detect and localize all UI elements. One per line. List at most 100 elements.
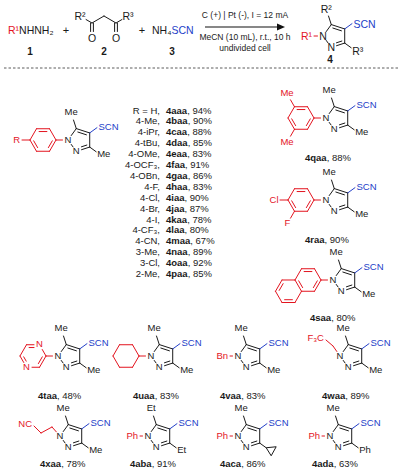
double-bond (340, 428, 349, 431)
atom-label: N (235, 351, 242, 362)
double-bond (292, 201, 296, 208)
substituent-entry: 4-tBu, (135, 138, 160, 149)
reagent-label: R¹ (8, 24, 19, 36)
bond (244, 416, 247, 425)
bond (322, 436, 325, 437)
compound-number: 4caa (166, 127, 187, 138)
substituent-label: Me (362, 289, 375, 300)
bond (244, 336, 247, 345)
substituent-label: Me (57, 403, 70, 414)
bond (337, 43, 345, 46)
thiocyanate-label: SCN (178, 418, 198, 429)
bond (348, 188, 355, 193)
double-bond (304, 271, 312, 272)
plus-sign: + (139, 24, 145, 37)
double-bond (343, 441, 348, 443)
bond (80, 344, 87, 349)
bond (329, 107, 334, 114)
yield-text: , 87% (185, 204, 209, 215)
atom-label: N (319, 30, 327, 42)
atom-label: O (88, 32, 96, 44)
ring-bond (276, 291, 283, 302)
bond (344, 29, 345, 43)
compound-number: 4qaa (305, 153, 327, 164)
bond (348, 207, 354, 212)
ring-bond (288, 189, 295, 200)
bond (34, 426, 41, 433)
ring-bond (30, 140, 37, 151)
yield-text: , 94% (187, 106, 211, 117)
reaction-condition: undivided cell (219, 44, 271, 54)
double-bond (248, 428, 257, 431)
ring-bond (288, 200, 295, 211)
ring-bond (40, 356, 47, 367)
plus-sign: + (63, 24, 69, 37)
ring-bond (308, 118, 315, 129)
compound-number: 4faa (166, 160, 185, 171)
compound-number: 4aba (130, 459, 152, 470)
bond (352, 424, 359, 429)
bond (345, 24, 352, 29)
double-bond (73, 441, 78, 443)
atom-label: N (36, 339, 43, 350)
substituent-label: R² (321, 3, 332, 15)
bond (89, 133, 90, 147)
bond (321, 280, 328, 281)
yield-text: , 80% (185, 225, 209, 236)
bond (165, 363, 173, 366)
substituent-entry: 4-Br, (140, 204, 160, 215)
bond (241, 345, 246, 352)
bond (173, 363, 179, 368)
atom-label: N (235, 431, 242, 442)
double-bond (248, 348, 257, 351)
reaction-condition: MeCN (10 mL), r.t., 10 h (199, 33, 290, 43)
ring-bond (308, 200, 315, 211)
bond (340, 125, 348, 128)
cyclopropyl-ring (266, 447, 276, 456)
bond (46, 356, 53, 357)
bond (259, 429, 260, 443)
atom-label: N (323, 195, 330, 206)
thiocyanate-label: SCN (268, 418, 288, 429)
compound-number: 4oaa (166, 258, 188, 269)
compound-number: 4kaa (166, 215, 187, 226)
bond (361, 349, 362, 363)
double-bond (297, 109, 305, 110)
substituent-label: Cl (270, 195, 279, 206)
bond (348, 106, 355, 111)
bond (140, 436, 143, 437)
bond (314, 36, 318, 37)
atom-label: N (327, 431, 334, 442)
ring-bond (32, 367, 40, 368)
substituent-label: Me (369, 365, 382, 376)
ring-bond (133, 356, 140, 367)
bond (291, 211, 295, 218)
atom-label: N (243, 442, 250, 453)
double-bond (336, 41, 341, 43)
ring-bond (282, 302, 295, 303)
compound-number: 4haa (166, 182, 188, 193)
substituent-entry: 4-iPr, (138, 127, 160, 138)
bond (71, 144, 73, 147)
substituent-label: R (13, 135, 20, 146)
thiocyanate-label: SCN (356, 182, 376, 193)
bond (314, 200, 321, 201)
substituent-label: Me (235, 323, 248, 334)
substituent-entry: 4-OCF₃, (125, 160, 160, 171)
ring-bond (315, 280, 322, 291)
bond (151, 440, 153, 443)
bond (74, 443, 82, 446)
bond (82, 147, 90, 150)
bond (354, 273, 355, 287)
compound-number: 4jaa (166, 204, 185, 215)
substituent-entry: R = H, (133, 106, 160, 117)
bond (93, 23, 94, 32)
bond (336, 416, 339, 425)
double-bond (161, 348, 170, 351)
bond (90, 147, 96, 152)
atom-label: N (345, 362, 352, 373)
ring-bond (50, 140, 57, 151)
bond (329, 189, 334, 196)
thiocyanate-label: SCN (353, 18, 375, 30)
bond (314, 118, 321, 119)
